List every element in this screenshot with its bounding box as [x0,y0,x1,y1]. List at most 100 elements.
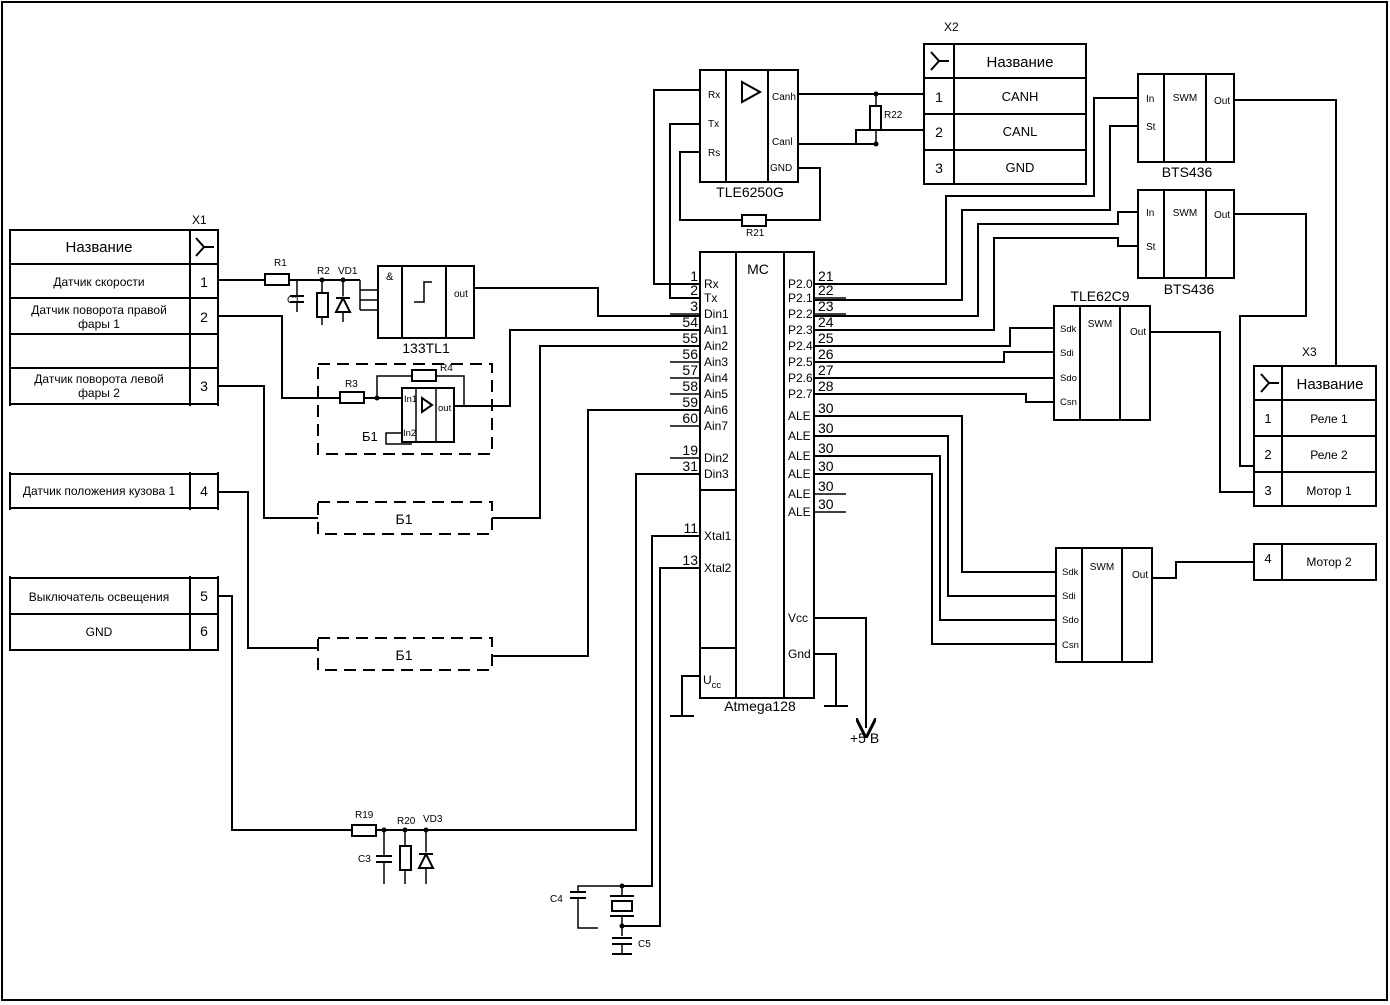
mcu-right-pin-number: 27 [818,362,834,378]
transceiver-name: TLE6250G [716,184,784,200]
tle62c9-1: TLE62C9 Sdk Sdi Sdo Csn SWM Out [814,288,1254,493]
tle2-sdo: Sdo [1062,615,1079,626]
mcu-left-pin-number: 31 [682,458,698,474]
vd1-label: VD1 [338,266,358,277]
schmitt-out-label: out [454,289,468,300]
mcu-right-pin-number: 23 [818,298,834,314]
mcu-left-pin-number: 13 [682,552,698,568]
tle62c9-1-name: TLE62C9 [1070,288,1129,304]
mcu-right-pin-name: ALE [788,449,811,463]
mcu-right-pin-number: 30 [818,458,834,474]
mcu-right-pin-name: P2.5 [788,355,813,369]
resistor-r2 [316,292,329,318]
x1-row-3-pin: 3 [200,378,208,394]
comparator-in2: In2 [403,428,416,439]
mcu-left-pin-number: 57 [682,362,698,378]
mcu-left-pin-number: 60 [682,410,698,426]
r20-label: R20 [397,816,416,827]
tle1-out: Out [1130,327,1146,338]
x2-row-3-pin: 3 [935,160,943,176]
mcu-right-pin-name: ALE [788,467,811,481]
mcu-right-pin-name: P2.0 [788,277,813,291]
mcu-left-pin-number: 19 [682,442,698,458]
x3-row-2-pin: 2 [1264,447,1271,462]
connector-x2: X2 Название 1 CANH 2 CANL 3 GND [923,20,1087,185]
r19-label: R19 [355,810,374,821]
tle62c9-2: Sdk Sdi Sdo Csn SWM Out [814,415,1254,663]
x2-ref: X2 [944,20,959,34]
x2-row-3-label: GND [1006,160,1035,175]
schmitt-trigger-133tl1: & out 133TL1 [377,265,475,356]
tle2-out: Out [1132,570,1148,581]
mcu-right-pin-number: 30 [818,496,834,512]
r4-label: R4 [440,363,453,374]
x3-row-3-pin: 3 [1264,483,1271,498]
c3-label: C3 [358,854,371,865]
power-label: +5 В [850,730,879,746]
x1-row-2-label: Датчик поворота правой [31,303,167,317]
mcu-right-pin-name: P2.7 [788,387,813,401]
c1-label: C1 [287,295,300,306]
mcu-name: Atmega128 [724,698,796,714]
mcu-right-pin-name: P2.4 [788,339,813,353]
mcu-left-pin-name: Ain1 [704,323,728,337]
mcu-left-pin-name: Ain4 [704,371,728,385]
comparator-out: out [438,403,452,414]
r21-label: R21 [746,228,765,239]
mcu-left-pin-number: 1 [690,268,698,284]
resistor-r3 [339,391,365,404]
diode-vd1 [334,295,352,313]
mcu-left-pin-name: Din2 [704,451,729,465]
bts436-2: In St SWM Out BTS436 [814,189,1307,467]
x2-row-2-label: CANL [1003,124,1038,139]
x1-row-5-label: Выключатель освещения [29,590,169,604]
mcu-left-pin-name: Din1 [704,307,729,321]
x3-row-2-label: Реле 2 [1310,448,1348,462]
speed-input-circuit: R1 C1 R2 VD1 [218,258,378,325]
tle2-sdk: Sdk [1062,567,1079,578]
bts2-in: In [1146,208,1154,219]
block-b1-top: Б1 [218,345,700,535]
transceiver-tx: Tx [708,119,719,130]
x1-header: Название [65,239,132,256]
mcu-left-pin-name: Xtal2 [704,561,732,575]
bts1-in: In [1146,94,1154,105]
mcu-right-pin-name: P2.6 [788,371,813,385]
bts2-out: Out [1214,210,1230,221]
comparator-ground-label: Б1 [362,429,378,444]
mcu-left-pin-number: 54 [682,314,698,330]
diode-vd3 [417,851,435,869]
mcu-left-pin-name: Ain3 [704,355,728,369]
mcu-left-pin-name: Ain6 [704,403,728,417]
mcu-right-pin-number: 24 [818,314,834,330]
tle1-csn: Csn [1060,397,1077,408]
mcu-right-pin-name: P2.2 [788,307,813,321]
bts1-st: St [1146,122,1156,133]
tle1-sdi: Sdi [1060,348,1074,359]
x3-row-4-pin: 4 [1264,551,1271,566]
mcu-left-pin-number: 11 [683,520,698,536]
hysteresis-icon [414,281,432,303]
tle1-core: SWM [1088,319,1112,330]
transceiver-canl: Canl [772,137,793,148]
resistor-r22 [869,105,882,131]
mcu-left-pin-number: 2 [690,282,698,298]
resistor-r4 [411,369,437,382]
x2-row-1-label: CANH [1002,89,1039,104]
comparator-in1: In1 [404,394,417,405]
mcu-ucc: Ucc [703,673,721,691]
mcu-right-pin-name: P2.3 [788,323,813,337]
x3-ref: X3 [1302,345,1317,359]
